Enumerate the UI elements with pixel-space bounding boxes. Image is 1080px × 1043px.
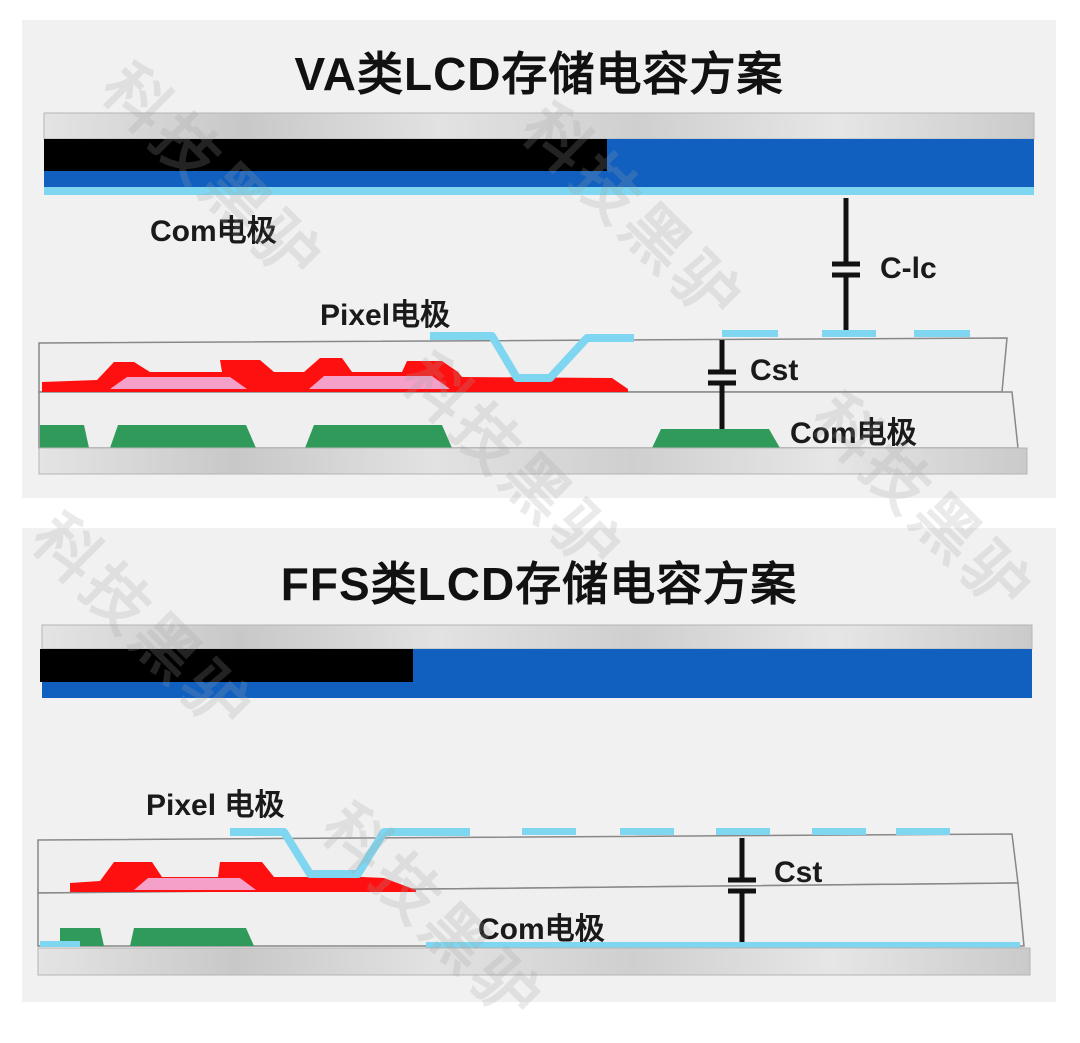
va-title: VA类LCD存储电容方案 <box>294 48 784 100</box>
ffs-pixel-segment-4 <box>812 828 866 835</box>
va-panel: VA类LCD存储电容方案 <box>22 20 1056 498</box>
va-top-glass <box>43 112 1035 140</box>
ffs-diagram <box>37 624 1033 976</box>
va-com-electrode-line <box>44 187 1034 195</box>
va-semiconductor-pink <box>110 377 247 389</box>
va-cst-capacitor <box>708 340 736 432</box>
va-semiconductor-pink-2 <box>309 376 450 389</box>
ffs-bottom-glass <box>37 947 1031 976</box>
va-com-top-label: Com电极 <box>150 215 277 248</box>
ffs-pixel-electrode <box>230 828 470 878</box>
ffs-top-glass <box>41 624 1033 650</box>
ffs-semiconductor-pink <box>134 878 256 890</box>
ffs-pixel-segment-5 <box>896 828 950 835</box>
ffs-pixel-segment-2 <box>620 828 674 835</box>
va-clc-capacitor <box>832 198 860 332</box>
ffs-pixel-segment-3 <box>716 828 770 835</box>
ffs-black-matrix <box>40 649 413 682</box>
va-metal-green-2 <box>110 425 256 448</box>
va-pixel-label: Pixel电极 <box>320 299 451 332</box>
ffs-com-electrode <box>426 942 1020 948</box>
ffs-cst-capacitor <box>728 838 756 944</box>
va-metal-green-4 <box>652 429 780 448</box>
va-clc-label: C-lc <box>880 252 937 285</box>
ffs-com-electrode-left <box>40 941 80 947</box>
ffs-com-label: Com电极 <box>478 913 605 946</box>
va-pixel-electrode <box>430 332 634 382</box>
ffs-lower-insulator <box>37 882 1025 947</box>
ffs-panel: FFS类LCD存储电容方案 <box>22 528 1056 1002</box>
ffs-cst-label: Cst <box>774 856 823 889</box>
va-pixel-segment-1 <box>722 330 778 337</box>
va-cst-label: Cst <box>750 354 799 387</box>
va-pixel-segment-2 <box>822 330 876 337</box>
va-metal-green-1 <box>40 425 89 448</box>
va-bottom-glass <box>38 447 1028 475</box>
va-metal-green-3 <box>305 425 452 448</box>
va-pixel-segment-3 <box>914 330 970 337</box>
va-com-bottom-label: Com电极 <box>790 417 917 450</box>
ffs-pixel-label: Pixel 电极 <box>146 789 285 822</box>
va-diagram <box>38 112 1035 475</box>
ffs-metal-green-2 <box>130 928 254 946</box>
ffs-pixel-segment-1 <box>522 828 576 835</box>
ffs-title: FFS类LCD存储电容方案 <box>280 558 798 610</box>
va-black-matrix <box>44 139 607 171</box>
